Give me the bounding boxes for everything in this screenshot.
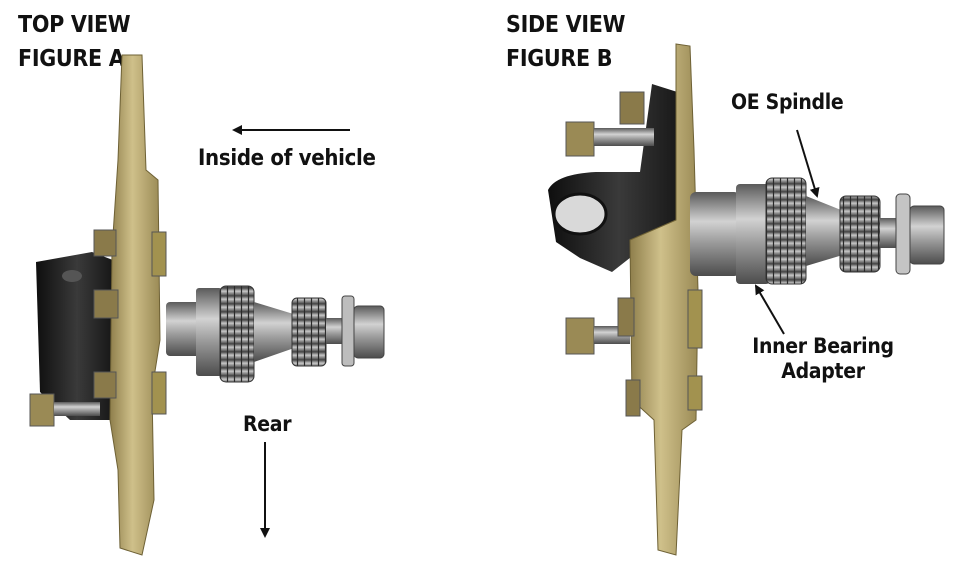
- figure-a-assembly: [29, 54, 385, 556]
- inner-bearing-arrow: [754, 284, 785, 335]
- oe-spindle-arrow: [796, 129, 820, 198]
- figure-b-assembly: [548, 43, 945, 556]
- figure-b-inner-bearing: [765, 177, 807, 285]
- oe-spindle-label: OE Spindle: [731, 90, 844, 114]
- figure-b-outer-bearing: [839, 195, 881, 273]
- figure-b-brass-plate: [629, 43, 699, 556]
- figure-b-label: FIGURE B: [506, 46, 613, 72]
- inner-bearing-label-line2: Adapter: [781, 359, 865, 383]
- figure-b-view-title: SIDE VIEW: [506, 12, 626, 38]
- figure-a-outer-bearing: [291, 297, 327, 367]
- figure-a-inner-bearing: [219, 285, 255, 383]
- figure-a-bolts: [29, 229, 167, 427]
- rear-label: Rear: [243, 412, 292, 436]
- inside-of-vehicle-label: Inside of vehicle: [198, 146, 376, 171]
- inner-bearing-label-line1: Inner Bearing: [752, 334, 894, 358]
- figure-a-view-title: TOP VIEW: [18, 12, 131, 38]
- inner-bearing-adapter-label: Inner Bearing Adapter: [745, 334, 901, 384]
- figure-b-bolts: [565, 91, 703, 417]
- figure-a-label: FIGURE A: [18, 46, 125, 72]
- figure-a-brass-plate: [109, 54, 161, 556]
